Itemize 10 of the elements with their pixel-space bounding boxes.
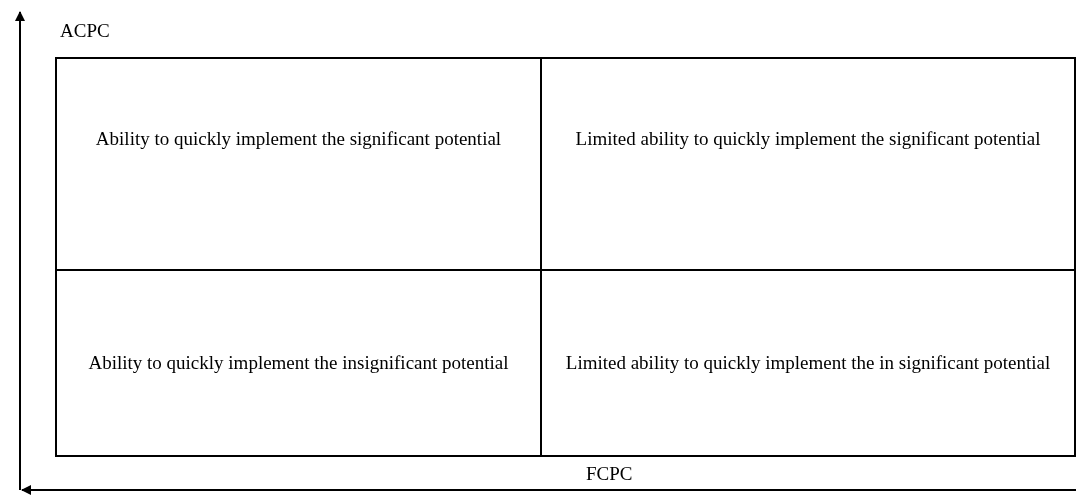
- x-axis-label: FCPC: [586, 463, 633, 485]
- quadrant-cell: [55, 57, 542, 271]
- quadrant-cell: [540, 57, 1076, 271]
- quadrant-cell: [55, 269, 542, 457]
- y-axis-label: ACPC: [60, 20, 110, 42]
- quadrant-text: Limited ability to quickly implement the significant potential: [574, 127, 1042, 151]
- quadrant-cell: [540, 269, 1076, 457]
- quadrant-text: Ability to quickly implement the insignificant potential: [87, 351, 510, 375]
- quadrant-text: Ability to quickly implement the significant potential: [94, 127, 503, 151]
- quadrant-text: Limited ability to quickly implement the in significant potential: [564, 351, 1052, 375]
